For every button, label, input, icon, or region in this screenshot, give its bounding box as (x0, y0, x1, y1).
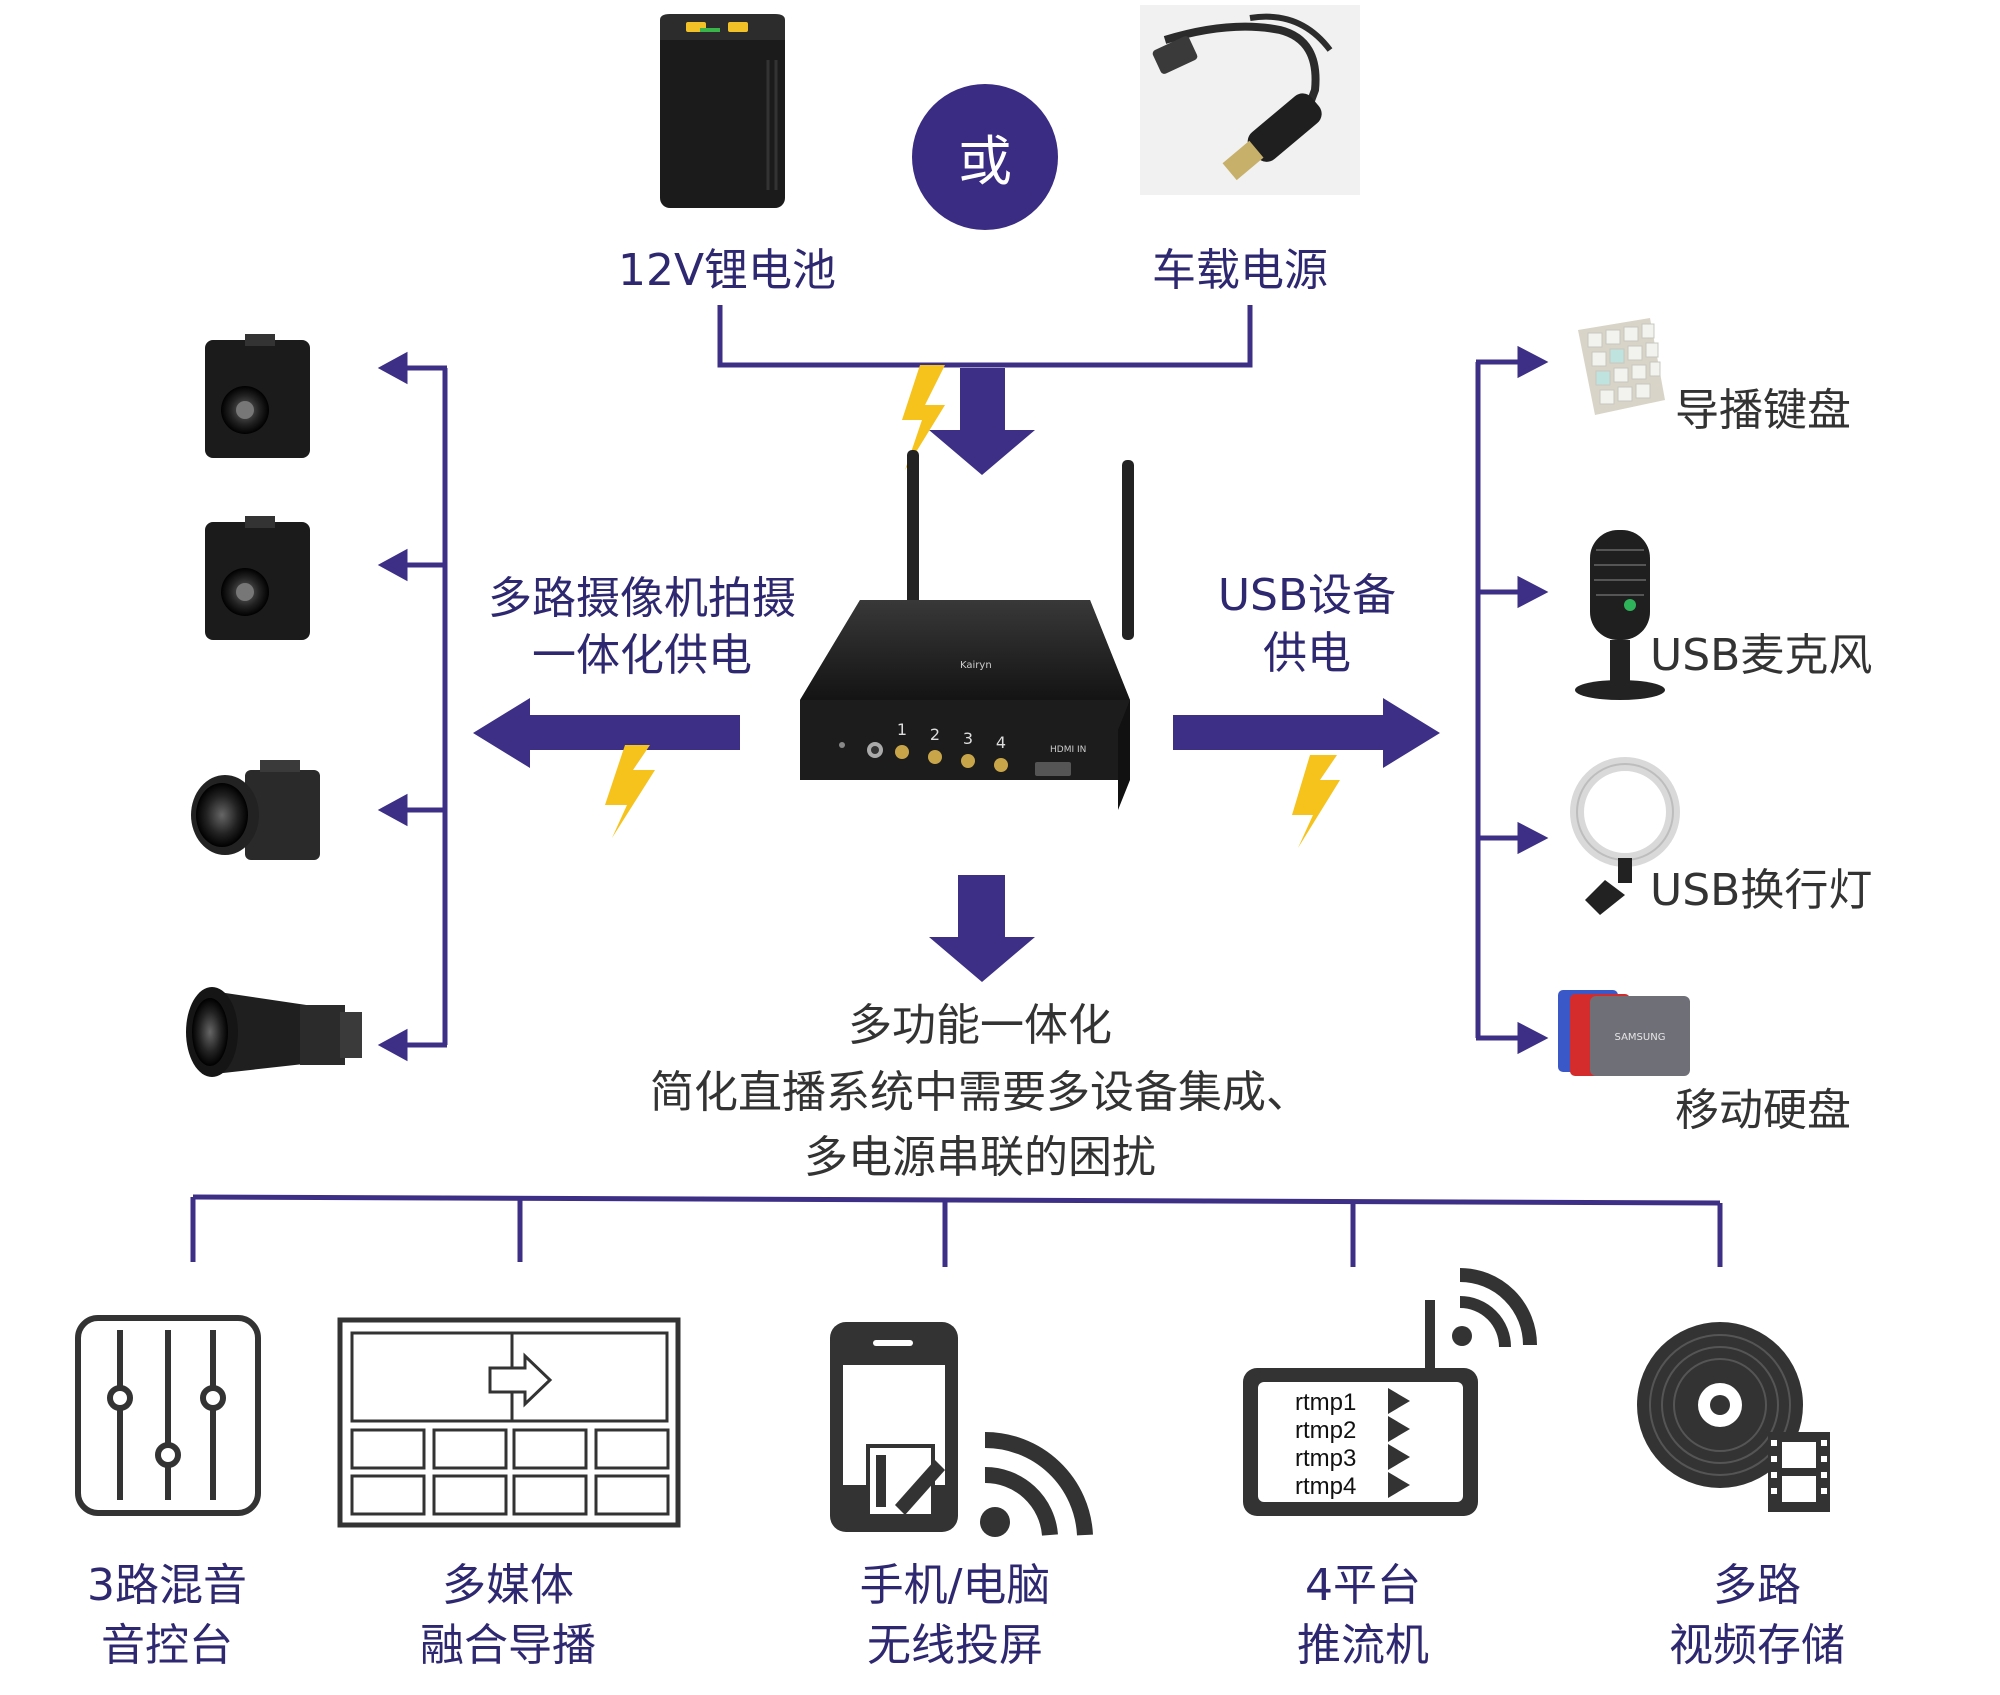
camera-power-label-line2: 一体化供电 (532, 630, 752, 681)
lightning-icon-left (605, 745, 655, 838)
keyboard-label: 导播键盘 (1675, 385, 1851, 436)
feature-label-1-line2: 音控台 (101, 1620, 233, 1671)
video-wall-icon (337, 1317, 681, 1528)
car-charger-icon (1140, 5, 1360, 195)
center-line1: 多功能一体化 (848, 1000, 1112, 1051)
feature-label-4-line1: 4平台 (1305, 1560, 1421, 1611)
lightning-icon-right (1292, 755, 1340, 848)
ring-light-label: USB换行灯 (1650, 865, 1872, 916)
battery-label: 12V锂电池 (618, 245, 836, 296)
microphone-label: USB麦克风 (1650, 630, 1872, 681)
feature-label-5-line2: 视频存储 (1669, 1620, 1845, 1671)
storage-disc-icon (1637, 1322, 1830, 1512)
rtmp-label-1: rtmp1 (1295, 1389, 1356, 1416)
feature-label-1-line1: 3路混音 (87, 1560, 247, 1611)
car-power-label: 车载电源 (1152, 245, 1328, 296)
or-label: 或 (958, 130, 1012, 193)
svg-text:SAMSUNG: SAMSUNG (1615, 1032, 1666, 1043)
battery-icon (660, 14, 785, 208)
feature-label-3-line1: 手机/电脑 (860, 1560, 1051, 1611)
features-bracket (190, 1194, 1723, 1267)
ring-light-icon (1570, 757, 1680, 915)
feature-label-2-line2: 融合导播 (420, 1620, 596, 1671)
box-camera-icon-1 (205, 334, 310, 458)
keyboard-icon (1578, 318, 1665, 415)
left-arrow (473, 698, 740, 768)
svg-text:Kairyn: Kairyn (960, 660, 992, 671)
hard-drive-label: 移动硬盘 (1675, 1085, 1851, 1136)
feature-label-3-line2: 无线投屏 (867, 1620, 1043, 1671)
port-label-2: 2 (930, 725, 940, 744)
power-bracket-line (717, 305, 1253, 368)
phone-cast-icon (830, 1322, 1093, 1537)
feature-label-2-line1: 多媒体 (442, 1560, 574, 1611)
rtmp-label-3: rtmp3 (1295, 1445, 1356, 1472)
rtmp-label-2: rtmp2 (1295, 1417, 1356, 1444)
telephoto-camera-icon (186, 987, 362, 1077)
hdmi-label: HDMI IN (1050, 745, 1086, 755)
camera-power-label-line1: 多路摄像机拍摄 (488, 573, 796, 624)
right-arrow (1173, 698, 1440, 768)
mixer-icon (75, 1315, 261, 1516)
center-line3: 多电源串联的困扰 (804, 1132, 1156, 1183)
microphone-icon (1575, 530, 1665, 700)
usb-power-label-line2: 供电 (1263, 628, 1351, 679)
streaming-box-device: Kairyn 1 2 3 4 HDMI IN (800, 450, 1134, 810)
hard-drive-icon: SAMSUNG (1558, 990, 1690, 1076)
feature-label-4-line2: 推流机 (1297, 1620, 1429, 1671)
port-label-4: 4 (996, 733, 1006, 752)
rtmp-label-4: rtmp4 (1295, 1473, 1356, 1500)
feature-label-5-line1: 多路 (1713, 1560, 1801, 1611)
center-line2: 简化直播系统中需要多设备集成、 (650, 1067, 1310, 1118)
streamer-icon: rtmp1 rtmp2 rtmp3 rtmp4 (1243, 1268, 1537, 1516)
lens-camera-icon (191, 760, 320, 860)
port-label-3: 3 (963, 729, 973, 748)
or-circle (912, 84, 1058, 230)
box-camera-icon-2 (205, 516, 310, 640)
usb-power-label-line1: USB设备 (1218, 570, 1396, 621)
port-label-1: 1 (897, 720, 907, 739)
lightning-icon-top (902, 365, 945, 470)
features-down-arrow (929, 875, 1035, 982)
power-in-arrow (929, 368, 1035, 475)
